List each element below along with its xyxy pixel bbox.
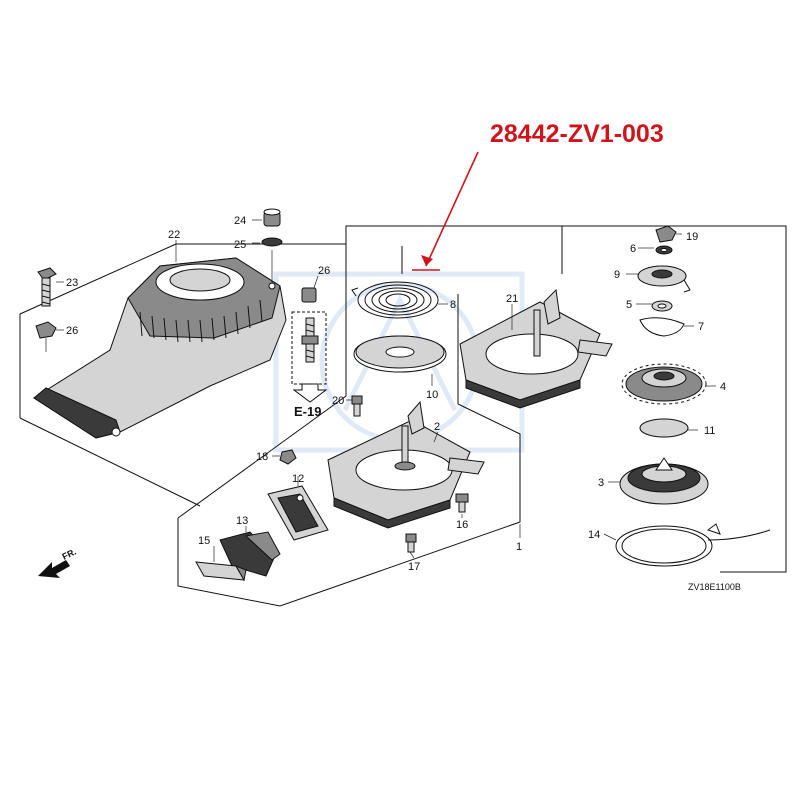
reel-3-part (619, 457, 709, 505)
callout-10: 10 (426, 389, 438, 401)
callout-21: 21 (506, 293, 518, 305)
callout-24: 24 (234, 215, 246, 227)
reference-label: E-19 (294, 404, 321, 419)
callout-3: 3 (598, 477, 604, 489)
callout-14: 14 (588, 529, 600, 541)
callout-13: 13 (236, 515, 248, 527)
cap-nut-part (261, 208, 283, 284)
callout-19: 19 (686, 231, 698, 243)
stud-part (291, 287, 328, 403)
callout-20: 20 (332, 395, 344, 407)
front-direction-indicator: FR. (38, 546, 78, 578)
gear-4-part (621, 363, 707, 405)
front-label: FR. (60, 546, 77, 561)
rope-guide-part (267, 485, 329, 541)
callout-17: 17 (408, 561, 420, 573)
callout-22: 22 (168, 229, 180, 241)
callout-11: 11 (704, 425, 715, 437)
flange-bolt-part (37, 267, 57, 307)
callout-23: 23 (66, 277, 78, 289)
callout-26-left: 26 (66, 325, 78, 337)
highlight-leader: 28442-ZV1-003 (412, 120, 664, 271)
callout-5: 5 (626, 299, 632, 311)
callout-18: 18 (256, 451, 268, 463)
callout-4: 4 (720, 381, 726, 393)
assembly-frame (19, 225, 787, 607)
highlighted-part-number: 28442-ZV1-003 (490, 120, 664, 148)
nut-small-part (279, 449, 297, 465)
friction-plate-9-part (637, 265, 691, 293)
washer-5-part (651, 300, 673, 312)
starter-case-lower-part (327, 400, 485, 529)
starter-grip-part (219, 531, 281, 577)
starter-rope-14-part (615, 523, 771, 567)
callout-8: 8 (450, 299, 456, 311)
screw-part (351, 395, 363, 417)
callout-2: 2 (434, 421, 440, 433)
recoil-spring-part (351, 281, 439, 319)
callout-15: 15 (198, 535, 210, 547)
washer-6-part (655, 245, 673, 255)
spring-plate-part (353, 335, 447, 373)
leader-lines (56, 219, 716, 562)
callout-labels: 1 2 3 4 5 6 7 8 9 10 11 12 13 14 15 16 1… (66, 215, 726, 573)
spring-clip-7-part (639, 317, 685, 337)
callout-9: 9 (614, 269, 620, 281)
callout-12: 12 (292, 473, 304, 485)
bolt-16-part (455, 493, 469, 513)
fan-cover-part (33, 257, 287, 439)
callout-25: 25 (234, 239, 246, 251)
grip-insert-part (195, 561, 247, 582)
callout-16: 16 (456, 519, 468, 531)
starter-case-upper-part (459, 288, 613, 409)
callout-1: 1 (516, 541, 522, 553)
nut-part (35, 321, 57, 352)
bolt-17-part (405, 533, 417, 553)
diagram-code: ZV18E1100B (688, 582, 741, 592)
callout-26-stud: 26 (318, 265, 330, 277)
nut-19-part (655, 225, 677, 243)
callout-6: 6 (630, 243, 636, 255)
washer-11-part (639, 418, 689, 438)
callout-7: 7 (698, 321, 704, 333)
